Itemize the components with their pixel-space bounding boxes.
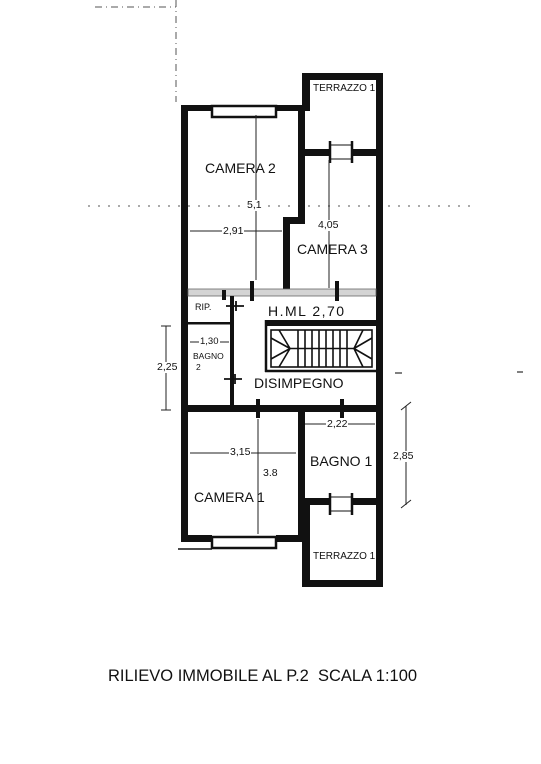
wall-terrazzo-camera-3-right	[353, 149, 376, 156]
wall-camera-1-east	[298, 412, 305, 542]
wall-terrazzo-top-west	[302, 73, 310, 111]
wall-terrazzo-bottom-south	[302, 580, 383, 587]
walls	[181, 73, 383, 587]
partition-night-zone	[187, 288, 377, 297]
door-mark-camera-1	[256, 399, 260, 418]
stair-winders-right	[353, 329, 373, 368]
wall-stair-north	[265, 320, 376, 326]
door-mark-camera-2	[250, 281, 254, 301]
wall-north-left	[181, 105, 212, 111]
dimension-label-bagno-2-length: 2,25	[156, 361, 179, 373]
dimension-label-bagno-2-width: 1,30	[199, 336, 220, 347]
door-mark-bagno-1	[340, 399, 344, 418]
room-label-rip: RIP.	[195, 302, 212, 312]
wall-camera-2-east	[298, 111, 305, 224]
wall-north-right	[276, 105, 310, 111]
wall-east	[376, 73, 383, 587]
stair-winders-left	[270, 329, 291, 368]
dimension-label-camera-1-length: 3.8	[262, 467, 279, 479]
dimension-label-bagno-1-width: 2,22	[326, 418, 349, 430]
window-camera-2	[210, 104, 278, 119]
windows	[210, 104, 278, 550]
door-rip	[226, 301, 244, 311]
wall-central	[181, 405, 376, 412]
door-marks	[222, 281, 344, 418]
room-label-disimpegno: DISIMPEGNO	[254, 375, 344, 391]
room-label-terrazzo-bottom: TERRAZZO 1	[313, 551, 376, 562]
partition-rip-bagno-2	[230, 296, 234, 405]
room-label-bagno-1: BAGNO 1	[310, 453, 373, 469]
wall-terrazzo-camera-3-left	[302, 149, 330, 156]
wall-bagno-1-south-left	[305, 498, 330, 505]
door-terrazzo-top	[328, 141, 354, 163]
wall-camera-3-step	[283, 217, 305, 224]
room-label-camera-2: CAMERA 2	[205, 160, 276, 176]
dimension-label-bagno-1-length: 2,85	[392, 450, 415, 462]
reference-lines	[88, 0, 523, 374]
room-label-bagno-2: BAGNO	[193, 351, 224, 361]
room-label-camera-1: CAMERA 1	[194, 489, 265, 505]
room-label-camera-3: CAMERA 3	[297, 241, 368, 257]
door-terrazzo-top-leaf	[330, 144, 352, 160]
wall-terrazzo-top-north	[302, 73, 383, 80]
door-mark-rip-top	[222, 290, 226, 300]
room-label-bagno-2-number: 2	[196, 362, 201, 372]
window-camera-1	[210, 535, 278, 550]
wall-bagno-1-south-right	[353, 498, 376, 505]
wall-terrazzo-bottom-west	[302, 505, 310, 587]
door-frames	[224, 141, 354, 515]
wall-south-left	[181, 535, 212, 542]
door-terrazzo-bottom	[328, 493, 354, 515]
staircase	[270, 329, 373, 368]
room-label-terrazzo-top: TERRAZZO 1	[313, 83, 376, 94]
dimension-label-camera-2-length: 5,1	[246, 199, 263, 211]
wall-south-right	[276, 535, 310, 542]
door-bagno-2	[224, 374, 242, 384]
stair-outline	[270, 329, 373, 368]
door-mark-camera-3	[335, 281, 339, 301]
dimension-label-camera-1-width: 3,15	[229, 446, 252, 458]
dimension-label-camera-3-length: 4,05	[317, 219, 340, 231]
door-terrazzo-bottom-leaf	[330, 496, 352, 512]
stair-treads-upper	[297, 330, 348, 349]
plan-caption: RILIEVO IMMOBILE AL P.2 SCALA 1:100	[108, 667, 418, 685]
wall-west	[181, 105, 188, 542]
ceiling-height-label: H.ML 2,70	[268, 303, 346, 319]
dimension-label-camera-2-width: 2,91	[222, 225, 245, 237]
partitions	[178, 288, 377, 550]
stair-treads-lower	[297, 348, 348, 367]
partition-rip-south	[188, 322, 232, 325]
wall-camera-3-west	[283, 217, 290, 290]
